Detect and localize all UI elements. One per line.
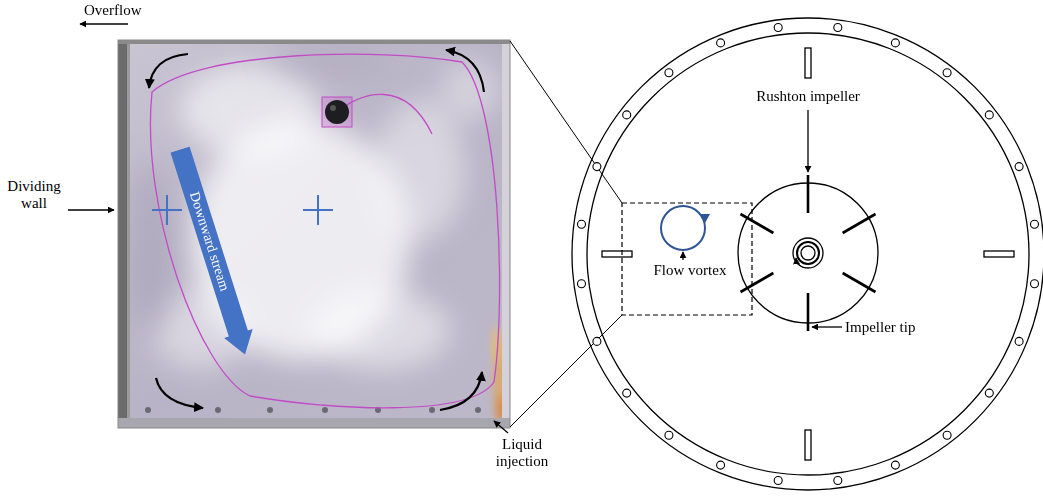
bolt-hole xyxy=(717,461,725,469)
tank-photo xyxy=(118,40,510,428)
impeller-blade xyxy=(741,214,774,233)
label-vortex: Flow vortex xyxy=(654,262,727,279)
label-injection: Liquid injection xyxy=(485,436,559,470)
vessel-section xyxy=(572,18,1043,490)
bolt-hole xyxy=(985,111,993,119)
label-tip: Impeller tip xyxy=(845,319,915,336)
bolt-hole xyxy=(774,477,782,485)
bolt-hole xyxy=(623,389,631,397)
impeller-blade xyxy=(843,214,876,233)
bolt-hole xyxy=(834,24,842,32)
bolt-hole xyxy=(623,111,631,119)
bolt-hole xyxy=(665,69,673,77)
bolt-hole xyxy=(834,477,842,485)
bolt-hole xyxy=(943,69,951,77)
bolt-hole xyxy=(1031,280,1039,288)
label-impeller: Rushton impeller xyxy=(756,88,860,105)
bolt-hole xyxy=(578,220,586,228)
bolt-hole xyxy=(665,431,673,439)
impeller-blade xyxy=(843,273,876,292)
impeller-blade xyxy=(807,293,810,331)
bolt-hole xyxy=(593,337,601,345)
bolt-hole xyxy=(1031,220,1039,228)
bolt-hole xyxy=(717,39,725,47)
impeller-blade xyxy=(741,273,774,292)
label-wall: Dividing wall xyxy=(2,178,66,212)
bolt-hole xyxy=(1015,163,1023,171)
bolt-hole xyxy=(1015,337,1023,345)
bolt-hole xyxy=(985,389,993,397)
impeller-blade xyxy=(807,175,810,213)
bolt-hole xyxy=(593,163,601,171)
bolt-hole xyxy=(943,431,951,439)
bolt-hole xyxy=(774,24,782,32)
bolt-hole xyxy=(891,461,899,469)
label-overflow: Overflow xyxy=(84,2,141,19)
bolt-hole xyxy=(578,280,586,288)
bolt-hole xyxy=(891,39,899,47)
